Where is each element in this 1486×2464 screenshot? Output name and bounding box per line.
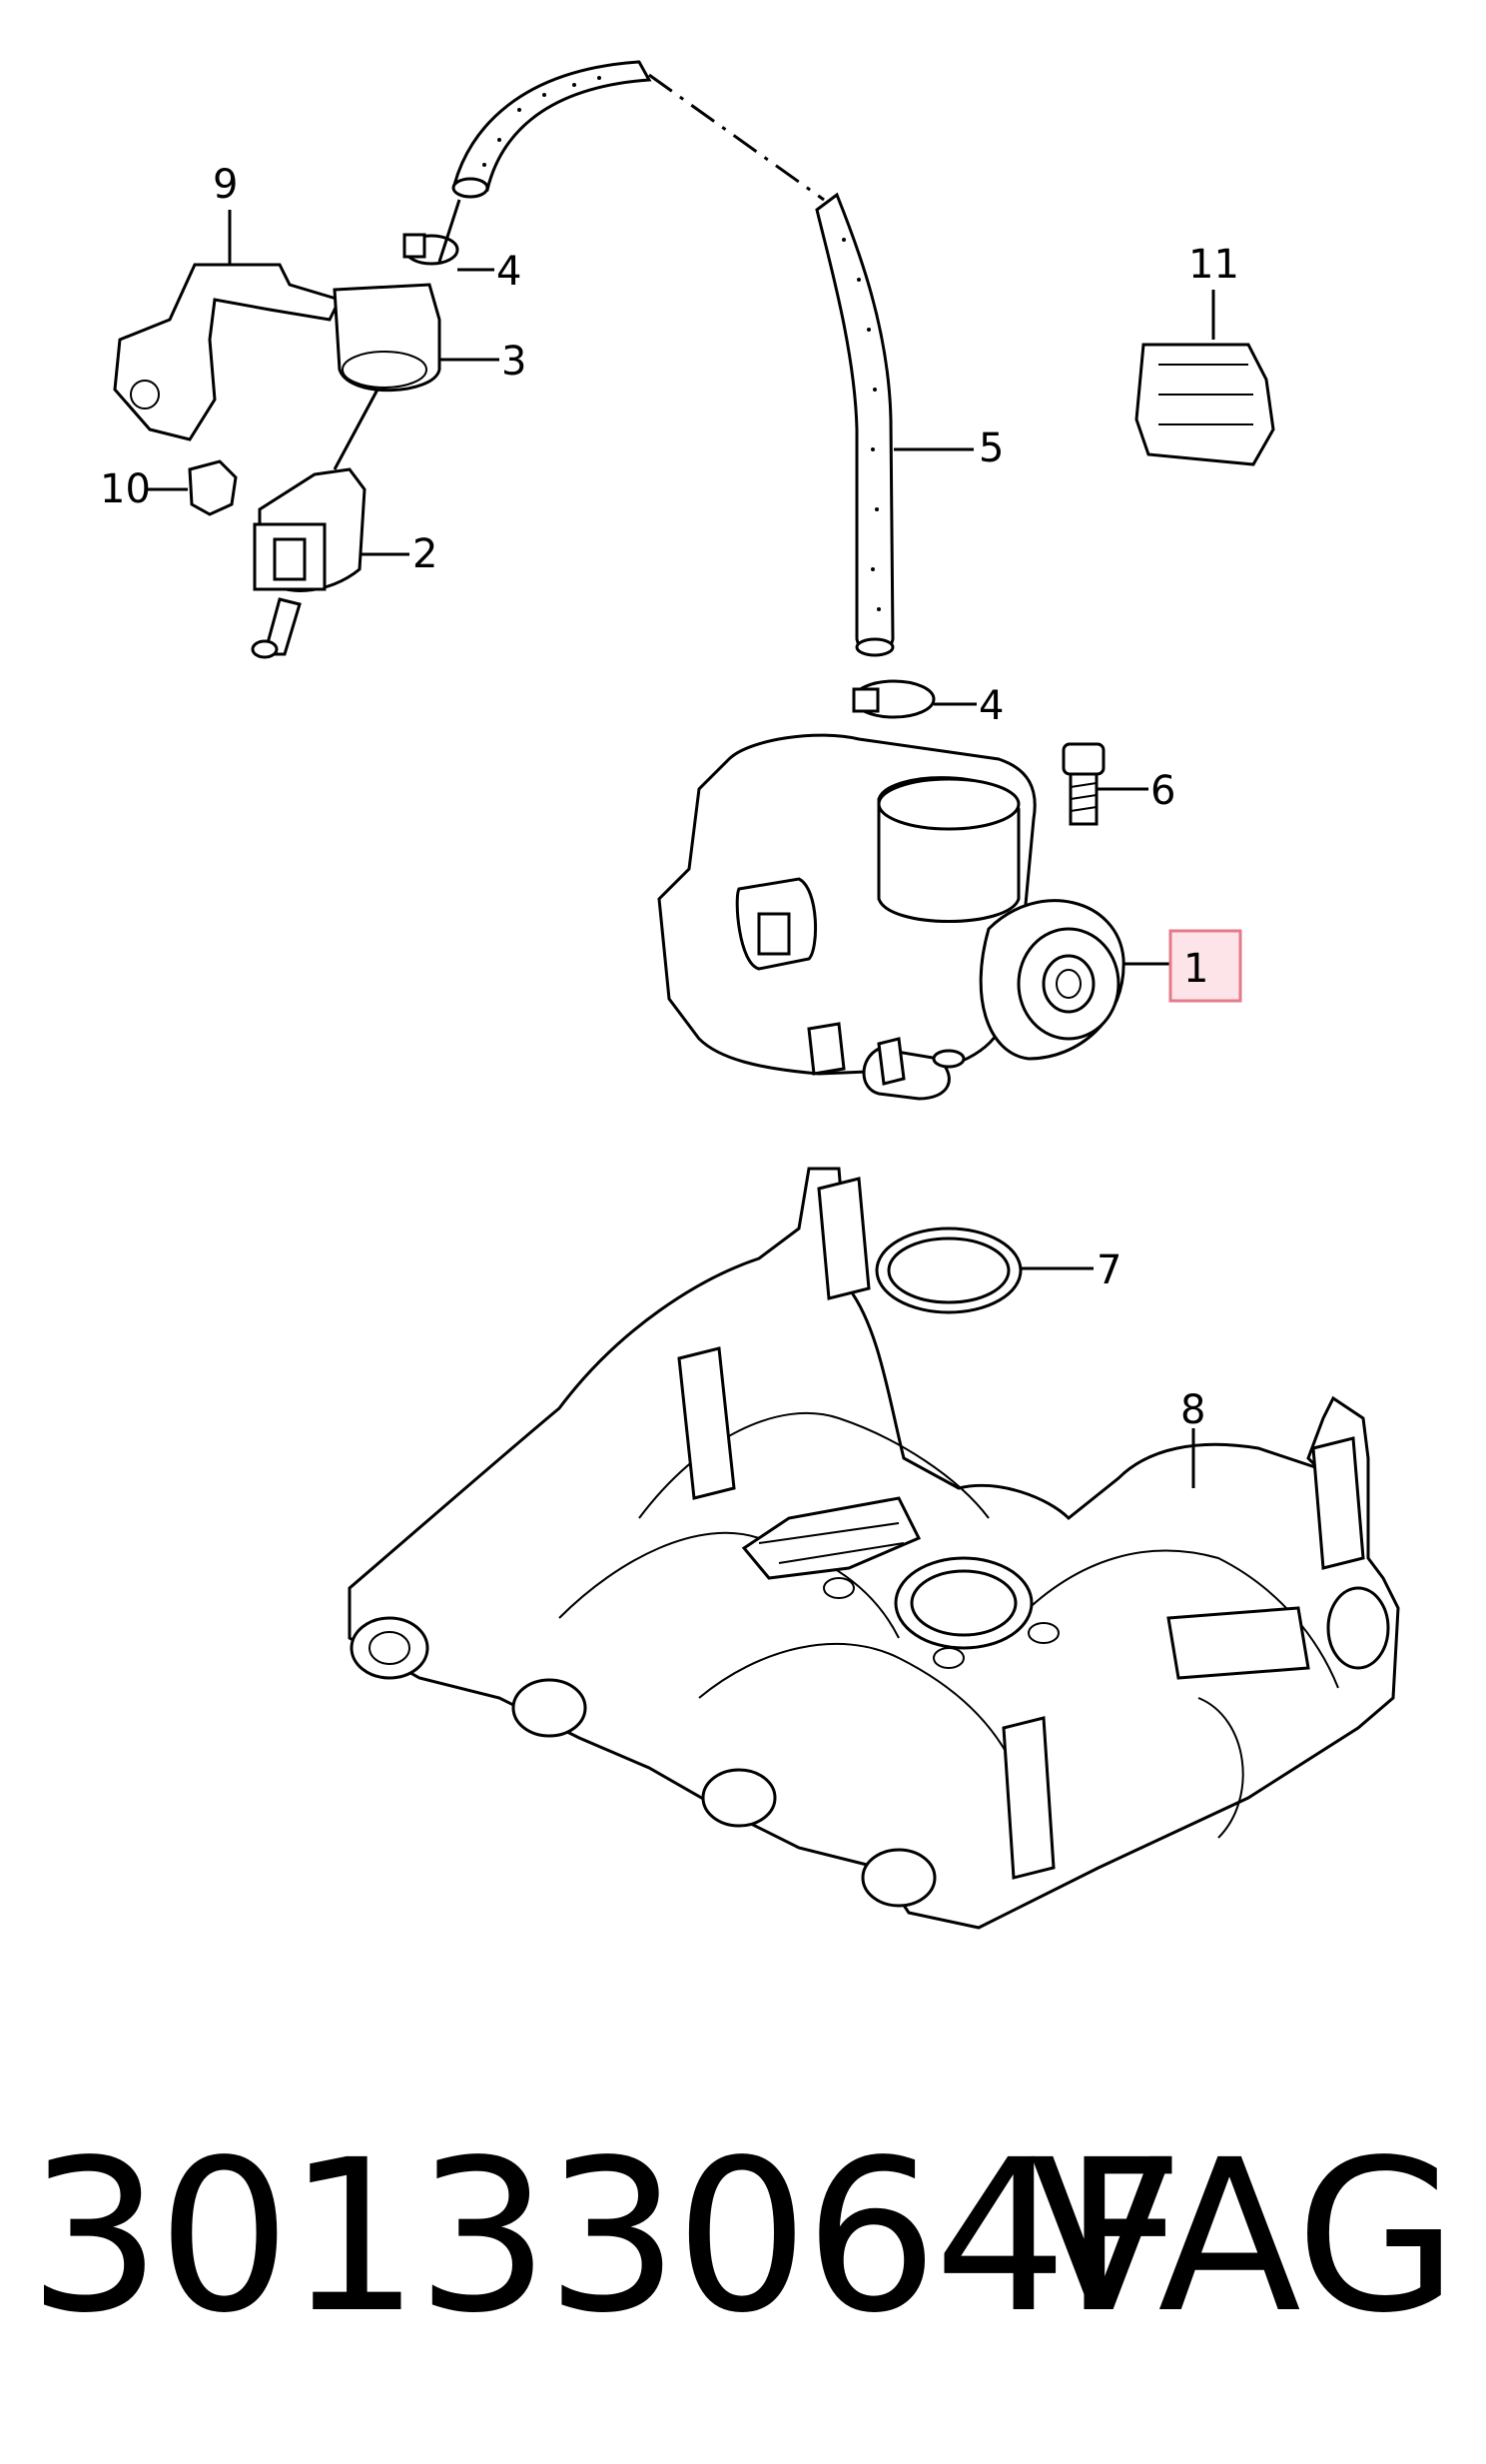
seal-ring-part bbox=[875, 1227, 1094, 1314]
hose-clamp-part bbox=[852, 679, 977, 719]
nut-part bbox=[145, 459, 238, 516]
callout-label: 9 bbox=[213, 162, 238, 208]
callout-label: 11 bbox=[1188, 242, 1239, 288]
exploded-parts-diagram: 1 2 3 4 4 5 6 7 8 9 10 11 bbox=[100, 60, 1400, 1930]
footer: 30133064F VAG bbox=[0, 2107, 1486, 2367]
throttle-body-part bbox=[657, 733, 1170, 1101]
callout-label: 3 bbox=[501, 339, 526, 385]
callout-label: 5 bbox=[979, 425, 1004, 471]
callout-label: 4 bbox=[496, 249, 521, 295]
valve-holder-part bbox=[333, 283, 499, 470]
solenoid-valve-part bbox=[251, 467, 409, 659]
callout-label: 7 bbox=[1097, 1247, 1121, 1293]
screw-part bbox=[1062, 742, 1148, 826]
callout-label: 4 bbox=[979, 683, 1004, 729]
bracket-part bbox=[113, 210, 343, 441]
part-number: 30133064F bbox=[28, 2114, 1184, 2359]
callout-label: 2 bbox=[412, 531, 437, 577]
brand-name: VAG bbox=[1030, 2114, 1458, 2359]
callout-highlight-box bbox=[1168, 929, 1242, 1003]
callout-label: 1 bbox=[1183, 946, 1208, 992]
intake-manifold-part bbox=[348, 1167, 1400, 1930]
callout-label: 8 bbox=[1180, 1387, 1205, 1433]
hose-clamp-part bbox=[402, 199, 494, 272]
callout-label: 10 bbox=[100, 466, 151, 512]
retaining-clip-part bbox=[1134, 290, 1275, 466]
callout-label: 6 bbox=[1150, 768, 1175, 814]
vacuum-hose-part bbox=[451, 60, 895, 657]
